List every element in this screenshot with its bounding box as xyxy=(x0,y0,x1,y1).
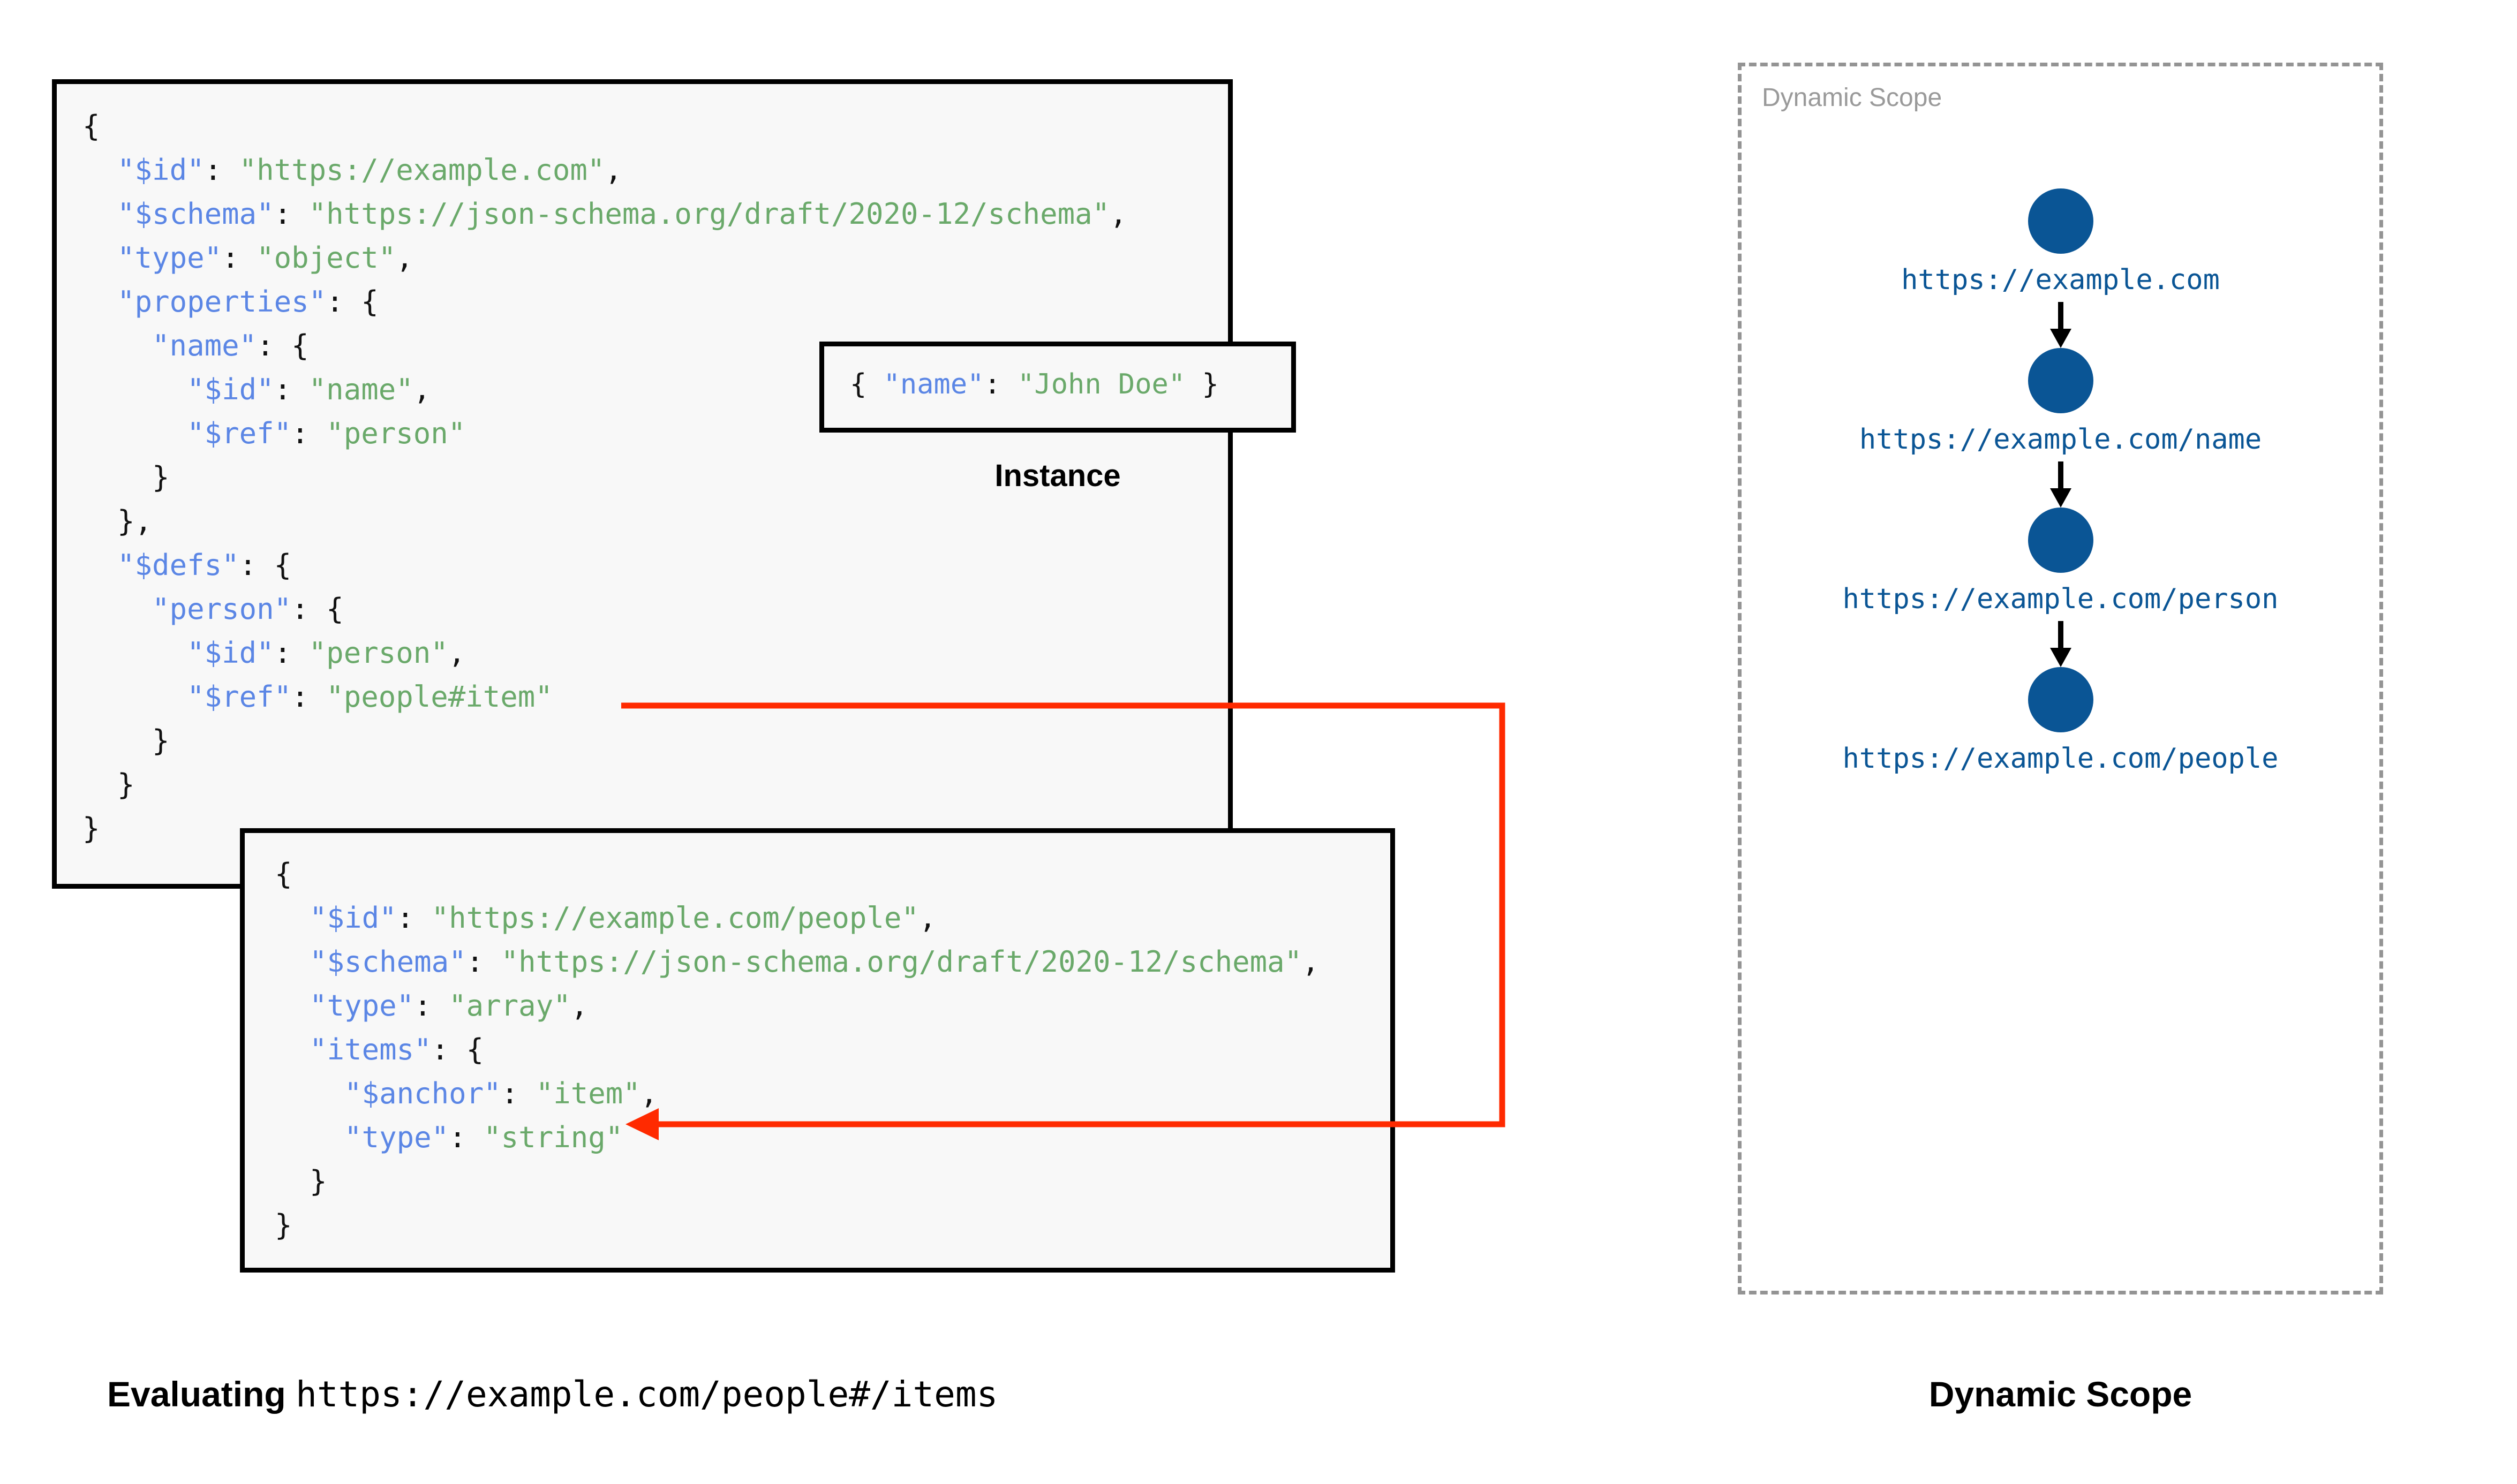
scope-node-url: https://example.com/person xyxy=(1842,583,2279,615)
code-line: "$id": "https://example.com/people", xyxy=(310,901,937,935)
code-line: "$id": "https://example.com", xyxy=(117,153,622,187)
people-schema-code: { "$id": "https://example.com/people", "… xyxy=(275,852,1320,1247)
scope-node-circle-icon xyxy=(2028,667,2093,732)
code-line: } xyxy=(82,724,170,758)
dynamic-scope-panel xyxy=(1738,63,2383,1294)
code-line: "properties": { xyxy=(117,285,379,319)
scope-node-url: https://example.com/name xyxy=(1859,423,2262,456)
root-schema-code: { "$id": "https://example.com", "$schema… xyxy=(82,104,1127,851)
code-line: "$ref": "people#item" xyxy=(187,680,553,714)
code-line: }, xyxy=(82,504,153,538)
instance-code: { "name": "John Doe" } xyxy=(850,366,1219,403)
code-line: { "name": "John Doe" } xyxy=(850,368,1219,400)
instance-box: { "name": "John Doe" } xyxy=(819,342,1296,433)
scope-node-circle-icon xyxy=(2028,508,2093,573)
code-line: } xyxy=(82,460,170,494)
evaluating-target: https://example.com/people#/items xyxy=(296,1374,998,1415)
scope-flow-arrow-icon xyxy=(1738,461,2383,510)
instance-label: Instance xyxy=(994,458,1121,493)
code-line: { xyxy=(275,857,292,891)
code-line: "type": "object", xyxy=(117,241,413,275)
dynamic-scope-panel-label: Dynamic Scope xyxy=(1762,84,1942,112)
scope-node-circle-icon xyxy=(2028,188,2093,254)
dynamic-scope-caption: Dynamic Scope xyxy=(1928,1374,2192,1414)
scope-node-url: https://example.com xyxy=(1901,264,2220,296)
code-line: { xyxy=(82,109,100,143)
code-line: "items": { xyxy=(310,1033,484,1066)
code-line: } xyxy=(82,768,135,801)
code-line: } xyxy=(275,1164,327,1198)
scope-node-url: https://example.com/people xyxy=(1842,743,2279,775)
code-line: "$defs": { xyxy=(117,548,292,582)
scope-node: https://example.com xyxy=(1738,188,2383,296)
scope-node: https://example.com/person xyxy=(1738,508,2383,615)
scope-node-circle-icon xyxy=(2028,348,2093,413)
code-line: "$ref": "person" xyxy=(187,417,466,450)
code-line: "$schema": "https://json-schema.org/draf… xyxy=(310,945,1320,979)
scope-node: https://example.com/people xyxy=(1738,667,2383,775)
code-line: } xyxy=(82,812,100,845)
scope-flow-arrow-icon xyxy=(1738,302,2383,351)
code-line: "$schema": "https://json-schema.org/draf… xyxy=(117,197,1127,231)
code-line: "type": "array", xyxy=(310,989,589,1023)
people-schema-box: { "$id": "https://example.com/people", "… xyxy=(240,828,1395,1273)
code-line: "$id": "person", xyxy=(187,636,466,670)
evaluating-caption: Evaluating https://example.com/people#/i… xyxy=(107,1374,998,1415)
code-line: "$id": "name", xyxy=(187,373,431,406)
dynamic-scope-node-list: https://example.com https://example.com/n… xyxy=(1738,63,2383,1294)
scope-node: https://example.com/name xyxy=(1738,348,2383,456)
code-line: } xyxy=(275,1208,292,1242)
code-line: "$anchor": "item", xyxy=(344,1077,658,1110)
code-line: "type": "string" xyxy=(344,1120,623,1154)
code-line: "person": { xyxy=(152,592,344,626)
evaluating-label: Evaluating xyxy=(107,1374,296,1414)
scope-flow-arrow-icon xyxy=(1738,621,2383,670)
code-line: "name": { xyxy=(152,329,309,362)
